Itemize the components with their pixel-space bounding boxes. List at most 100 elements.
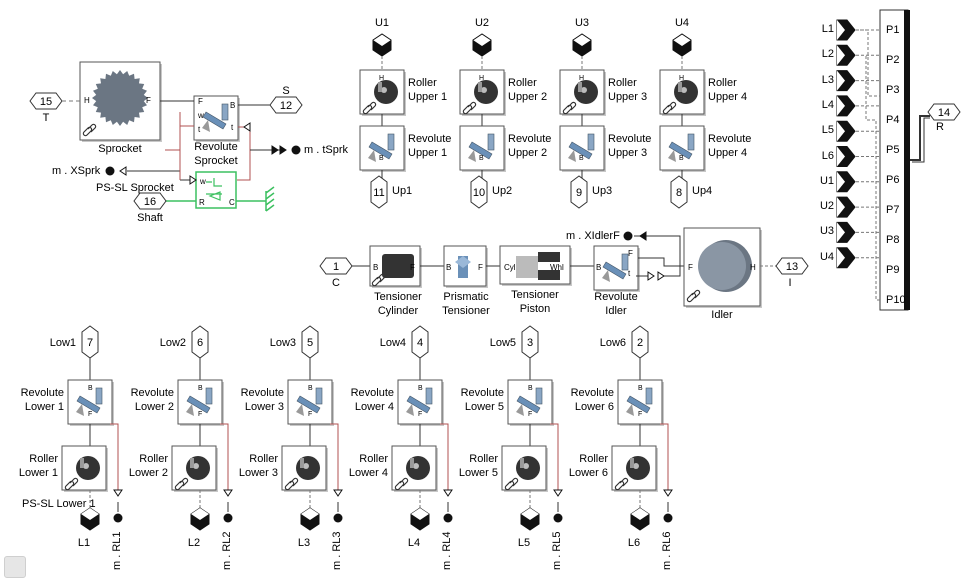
port-upper-1[interactable]: [370, 175, 388, 209]
red-lower-3: [330, 423, 339, 432]
piston-body: [516, 256, 538, 278]
red-lower-2: [220, 423, 229, 432]
goto-xidler-dot[interactable]: [623, 231, 633, 241]
revolute-lower-2-arm: [186, 395, 211, 414]
lower-from-label-4: L4: [407, 537, 421, 549]
rev-sprocket-port-t: t: [198, 125, 201, 134]
revidler-port-b: B: [596, 263, 601, 272]
revolute-upper-port-b-2: B: [479, 155, 484, 162]
goto-lower-dot-4[interactable]: [443, 513, 453, 523]
bus-input-label-3: L3: [821, 73, 834, 86]
mech-ground-icon: [265, 186, 275, 212]
arrow-t-in: [243, 122, 251, 132]
revolute-upper-port-b-1: B: [379, 155, 384, 162]
sprocket-port-h: H: [84, 96, 90, 105]
revolute-upper-4-pin: [687, 133, 695, 151]
lower-port-label-1: Low1: [49, 337, 76, 349]
cylinder-link-icon: [371, 273, 386, 287]
cyl-port-b: B: [373, 263, 378, 272]
red-lower-1: [110, 423, 119, 432]
port-i-output-number: 13: [786, 261, 798, 273]
roller-upper-3-link-icon: [562, 101, 577, 115]
revolute-lower-5-pin: [535, 387, 543, 405]
roller-lower-5-axle: [520, 458, 524, 468]
port-shaft[interactable]: [133, 192, 167, 210]
port-upper-label-3: Up3: [592, 185, 613, 197]
lower-from-tag-1-top: [81, 508, 99, 520]
port-upper-3[interactable]: [570, 175, 588, 209]
revolute-sprocket-block-pin: [221, 103, 229, 121]
arrow-tsprk-2: [279, 145, 287, 155]
revolute-lower-1[interactable]: [67, 379, 113, 425]
goto-lower-dot-2[interactable]: [223, 513, 233, 523]
bus-bar: [904, 10, 910, 310]
bus-from-tag-6-face: [837, 146, 845, 167]
port-upper-2[interactable]: [470, 175, 488, 209]
port-lower-4[interactable]: [411, 325, 429, 359]
roller-lower-2-hub: [193, 463, 199, 469]
red-line-w: [179, 112, 194, 127]
bus-input-label-10: U4: [819, 250, 834, 263]
port-i-output[interactable]: [775, 257, 809, 275]
goto-lower-dot-3[interactable]: [333, 513, 343, 523]
lower-port-label-4: Low4: [379, 337, 406, 349]
revolute-upper-2-pin: [487, 133, 495, 151]
revolute-lower-3-base: [296, 404, 304, 416]
roller-upper-1-hub: [381, 87, 387, 93]
shaft-label: Shaft: [137, 212, 163, 224]
port-upper-label-2: Up2: [492, 185, 513, 197]
goto-lower-dot-1[interactable]: [113, 513, 123, 523]
goto-xsprk-dot[interactable]: [105, 166, 115, 176]
tensioner-cylinder-body: [382, 254, 414, 278]
port-lower-1[interactable]: [81, 325, 99, 359]
revolute-lower-port-b-5: B: [528, 385, 533, 392]
goto-lower-dot-5[interactable]: [553, 513, 563, 523]
revolute-lower-3-arm: [296, 395, 321, 414]
rev-sprocket-port-w: w: [197, 111, 204, 120]
revidler-port-f: F: [628, 249, 633, 258]
port-lower-6[interactable]: [631, 325, 649, 359]
goto-lower-dot-6[interactable]: [663, 513, 673, 523]
roller-lower-4-hub: [413, 463, 419, 469]
bus-from-tag-1-face: [837, 20, 845, 40]
port-r-output[interactable]: [927, 103, 961, 121]
roller-lower-1-axle: [80, 458, 84, 468]
lower-from-label-6: L6: [627, 537, 641, 549]
bus-creator-block[interactable]: [879, 9, 909, 311]
revolute-lower-1-base: [76, 404, 84, 416]
port-lower-2[interactable]: [191, 325, 209, 359]
goto-xidler-label: m . XIdlerF: [566, 230, 620, 242]
port-lower-5[interactable]: [521, 325, 539, 359]
upper-from-tag-1-fill: [373, 40, 391, 56]
port-upper-4[interactable]: [670, 175, 688, 209]
pris-port-b: B: [446, 263, 451, 272]
port-s-output[interactable]: [269, 96, 303, 114]
pssl-sprocket-block[interactable]: [195, 171, 237, 209]
lower-from-label-5: L5: [517, 537, 531, 549]
revolute-lower-2-pin: [205, 387, 213, 405]
lower-port-label-6: Low6: [599, 337, 626, 349]
lower-from-label-2: L2: [187, 537, 201, 549]
upper-from-tag-4-fill: [673, 40, 691, 56]
goto-tsprk-dot[interactable]: [291, 145, 301, 155]
revolute-lower-port-f-5: F: [528, 411, 532, 418]
lock-icon[interactable]: [4, 556, 26, 578]
port-lower-3[interactable]: [301, 325, 319, 359]
lower-from-label-3: L3: [297, 537, 311, 549]
bus-output-line: [910, 115, 930, 161]
bus-output-label-3: P3: [886, 84, 900, 96]
revolute-lower-5-base: [516, 404, 524, 416]
lower-port-label-2: Low2: [159, 337, 186, 349]
sprocket-gear: [92, 70, 148, 126]
roller-upper-port-h-2: H: [479, 75, 484, 82]
